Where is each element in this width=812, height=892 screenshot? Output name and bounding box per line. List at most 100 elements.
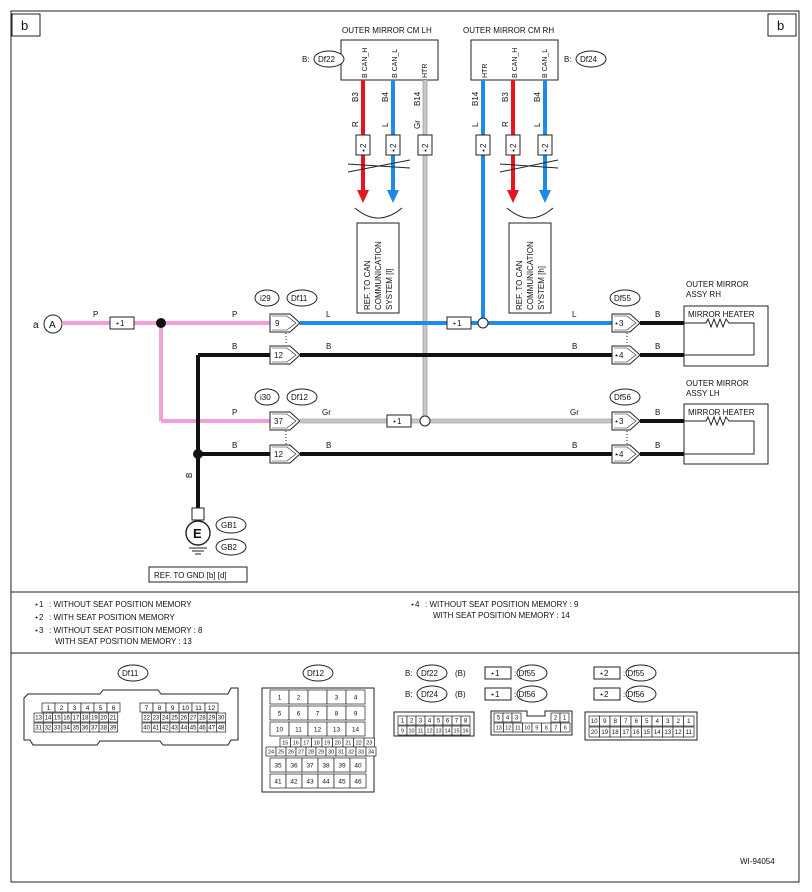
pin-label: 2 <box>60 705 64 712</box>
ground-gb2-oval <box>215 538 247 556</box>
pin-cell <box>216 722 227 733</box>
ground-ref: REF. TO GND [b] [d] <box>154 571 227 580</box>
pin9-chevron <box>269 313 301 333</box>
df56-pin4-chevron-inner <box>614 446 637 462</box>
pin37: 37 <box>274 417 283 426</box>
df55-pin3: ⋆3 <box>614 319 624 328</box>
pin-label: 18 <box>612 730 619 736</box>
rh-arrow-blue <box>539 190 551 203</box>
pin-label: 2 <box>554 716 558 722</box>
pin-label: 10 <box>182 705 190 712</box>
legend-df12: Df12 <box>307 669 324 678</box>
mirror-lh-pin-1: B CAN_H <box>362 48 369 78</box>
pin-cell <box>683 715 695 727</box>
heater-rh-element <box>684 317 755 356</box>
rh-pin-id-3: B4 <box>533 92 542 102</box>
mirror-rh-pin-2: B CAN_H <box>512 48 519 78</box>
lh-note-3: ⋆2 <box>421 143 430 153</box>
pin-label: 26 <box>181 716 188 722</box>
pin-label: 33 <box>358 749 364 755</box>
mirror-rh-box <box>470 39 559 81</box>
connector-df56-oval <box>609 388 641 406</box>
pin-label: 30 <box>218 716 225 722</box>
df56-pin3: ⋆3 <box>614 417 624 426</box>
pin-cell <box>460 715 471 726</box>
pin-label: 15 <box>282 740 288 746</box>
pin-label: 2 <box>410 719 414 725</box>
connector-i30: i30 <box>260 393 271 402</box>
note-1-text: : WITHOUT SEAT POSITION MEMORY <box>49 600 192 609</box>
legend-df55b-colon: : Df55 <box>623 669 645 678</box>
pin-label: 5 <box>645 719 649 725</box>
note1-blue: ⋆1 <box>452 319 462 328</box>
pin-label: 28 <box>308 749 314 755</box>
lh-arrow-red <box>357 190 369 203</box>
pin-label: 14 <box>352 726 360 733</box>
lh-note-box-1 <box>355 134 371 156</box>
pin9-chevron-inner <box>272 315 297 331</box>
pin-label: 16 <box>63 716 70 722</box>
pin-label: 13 <box>435 728 441 734</box>
mirror-rh-pin-1: HTR <box>482 64 489 78</box>
pin-label: 6 <box>446 719 450 725</box>
pin-label: 29 <box>208 716 215 722</box>
heater-lh-title-2: ASSY LH <box>686 389 720 398</box>
pin-label: 13 <box>664 730 671 736</box>
legend-df55a-oval <box>516 664 548 682</box>
pin-label: 44 <box>322 778 330 785</box>
pin-label: 31 <box>338 749 344 755</box>
df55-pin4: ⋆4 <box>614 351 624 360</box>
pin-label: 27 <box>298 749 304 755</box>
pin-label: 16 <box>293 740 299 746</box>
pin-label: 3 <box>335 694 339 701</box>
lh-pin-id-1: B3 <box>351 92 360 102</box>
df55-pin3-chevron <box>611 313 641 333</box>
pin-label: 15 <box>453 728 459 734</box>
pin-label: 29 <box>318 749 324 755</box>
connector-df11: Df11 <box>291 294 308 303</box>
pin-label: 23 <box>366 740 372 746</box>
lh-wire-color-2: L <box>381 122 390 127</box>
wire-b-10: B <box>655 441 660 450</box>
blue-junction <box>477 317 489 329</box>
df56-pin4-chevron <box>611 444 641 464</box>
pin-label: 45 <box>190 726 197 732</box>
lh-ref-line-3: SYSTEM [l] <box>385 269 394 310</box>
pin-label: 9 <box>354 710 358 717</box>
df56-pin3-chevron-inner <box>614 413 637 429</box>
legend-df56b-colon: : Df56 <box>623 690 645 699</box>
corner-label-right: b <box>777 18 784 33</box>
pin-label: 10 <box>591 719 598 725</box>
heater-rh-title-1: OUTER MIRROR <box>686 280 749 289</box>
rh-pin-id-1: B14 <box>471 91 480 106</box>
pin-label: 12 <box>208 705 216 712</box>
connector-df12-oval <box>286 388 318 406</box>
pin-label: 18 <box>314 740 320 746</box>
pin-label: 13 <box>35 716 42 722</box>
heater-lh-label: MIRROR HEATER <box>688 408 755 417</box>
pin-label: 44 <box>181 726 188 732</box>
pin-label: 27 <box>190 716 197 722</box>
pin-label: 10 <box>408 728 414 734</box>
pin-label: 35 <box>274 762 282 769</box>
note-2-text: : WITH SEAT POSITION MEMORY <box>49 613 175 622</box>
pin-label: 12 <box>314 726 322 733</box>
pin37-chevron <box>269 411 301 431</box>
legend-df12-oval <box>302 664 334 682</box>
pin-label: 3 <box>666 719 670 725</box>
connector-df56: Df56 <box>614 393 631 402</box>
pin-label: 32 <box>45 726 52 732</box>
wire-gr-2: Gr <box>570 408 579 417</box>
pin-label: 5 <box>99 705 103 712</box>
pin-label: 28 <box>199 716 206 722</box>
pin-cell <box>349 773 367 789</box>
pin-label: 38 <box>100 726 107 732</box>
pin-cell <box>559 712 570 723</box>
pin-label: 4 <box>354 694 358 701</box>
rh-bracket-arc <box>506 207 554 219</box>
pin-label: 9 <box>535 725 538 731</box>
pin-label: 9 <box>171 705 175 712</box>
pin-label: 34 <box>368 749 374 755</box>
pin-label: 12 <box>426 728 432 734</box>
